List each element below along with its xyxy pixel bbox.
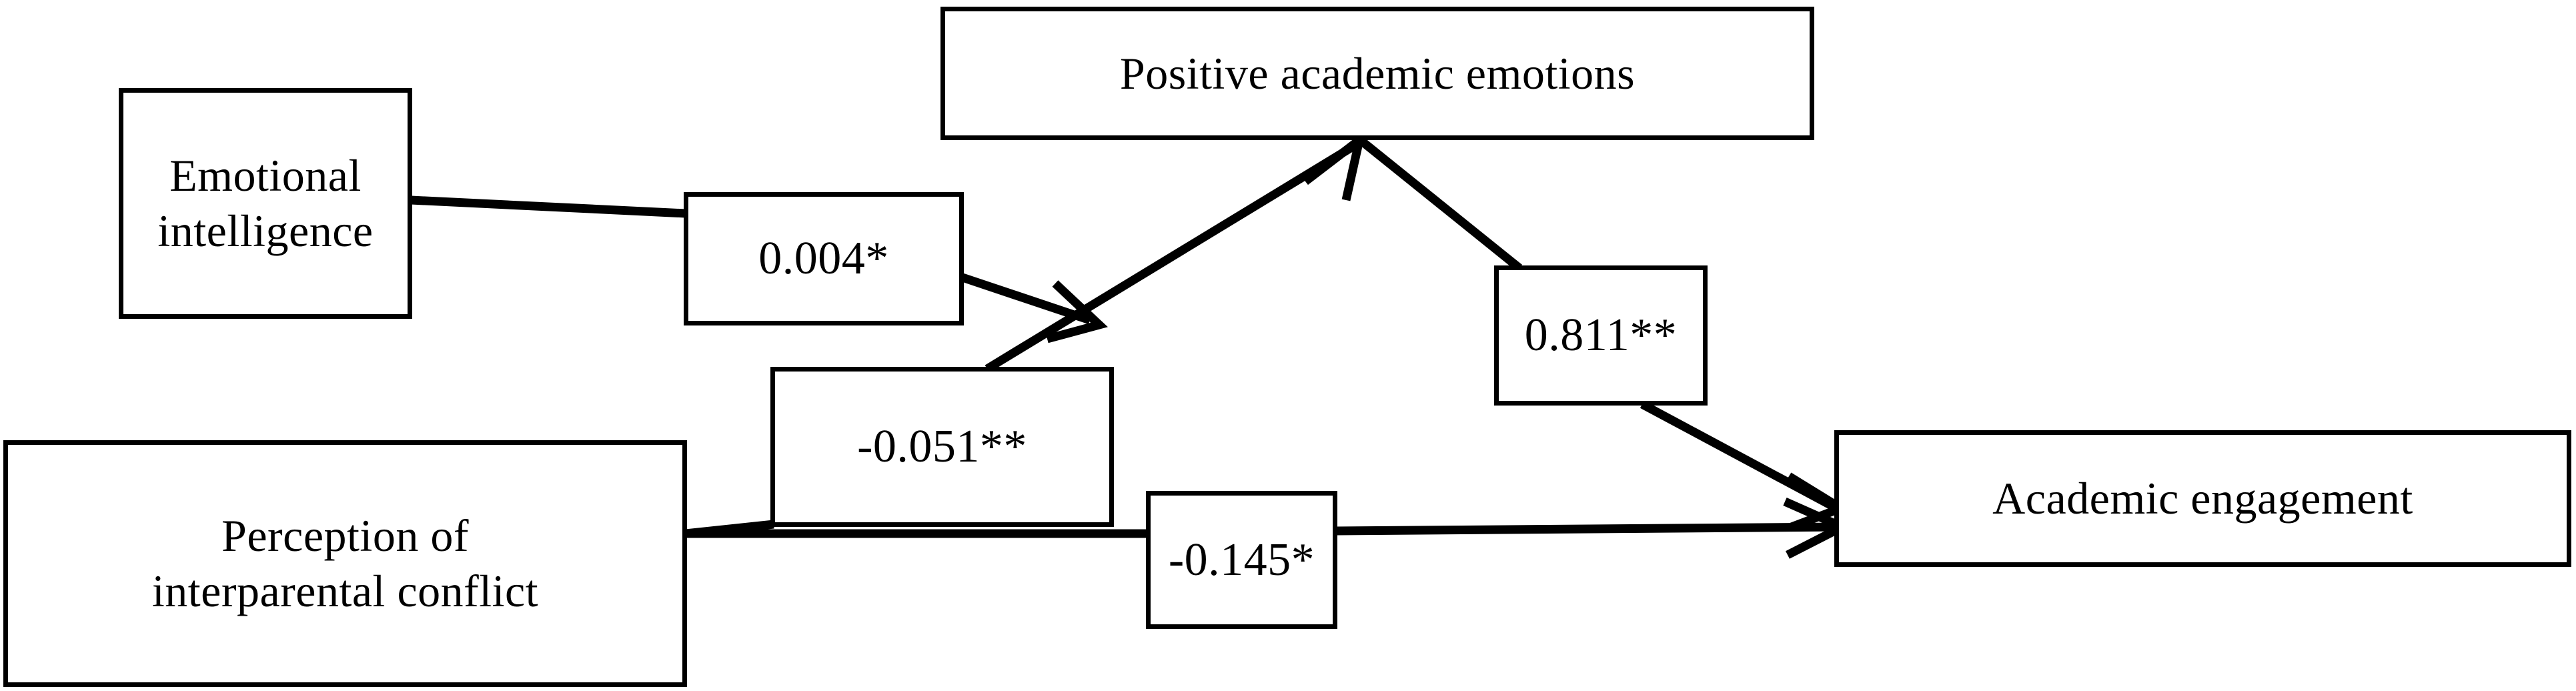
node-positive-academic-emotions[interactable]: Positive academic emotions [940,7,1814,140]
edge-ei-to-coef-line [410,195,686,218]
coefficient-label-minus-0-051: -0.051** [857,421,1027,473]
edge-pae-to-coef811-line [1359,137,1523,272]
coefficient-label-minus-0-145: -0.145* [1168,534,1315,586]
coefficient-box-positive-emotions-to-academic-engagement[interactable]: 0.811** [1494,265,1708,406]
edge-coef051-to-pae-line [985,139,1362,373]
edge-coef811-to-ae-line [1640,400,1842,514]
node-academic-engagement[interactable]: Academic engagement [1834,430,2571,567]
coefficient-box-perception-conflict-to-academic-engagement[interactable]: -0.145* [1146,491,1337,629]
coefficient-box-emotional-intelligence-to-positive-emotions[interactable]: 0.004* [684,192,964,325]
node-perception-of-interparental-conflict[interactable]: Perception of interparental conflict [3,440,687,687]
edge-coef-to-pae-line [960,273,1092,325]
node-positive-academic-emotions-label: Positive academic emotions [1119,47,1636,99]
edge-coef145-to-ae-line [1335,522,1842,536]
node-emotional-intelligence[interactable]: Emotional intelligence [119,88,412,319]
arrowhead-pae-to-ae-icon [1786,472,1851,532]
arrowhead-pae-in-icon [1303,129,1367,201]
coefficient-box-perception-conflict-to-positive-emotions[interactable]: -0.051** [770,367,1114,527]
coefficient-label-0-004: 0.004* [758,233,889,285]
node-perception-of-interparental-conflict-label: Perception of interparental conflict [151,510,539,616]
arrowhead-ei-to-pae-icon [1046,280,1108,343]
coefficient-label-0-811: 0.811** [1524,309,1678,362]
edge-pic-to-coef051-line [685,520,774,538]
node-academic-engagement-label: Academic engagement [1992,473,2413,524]
node-emotional-intelligence-label: Emotional intelligence [157,150,374,256]
